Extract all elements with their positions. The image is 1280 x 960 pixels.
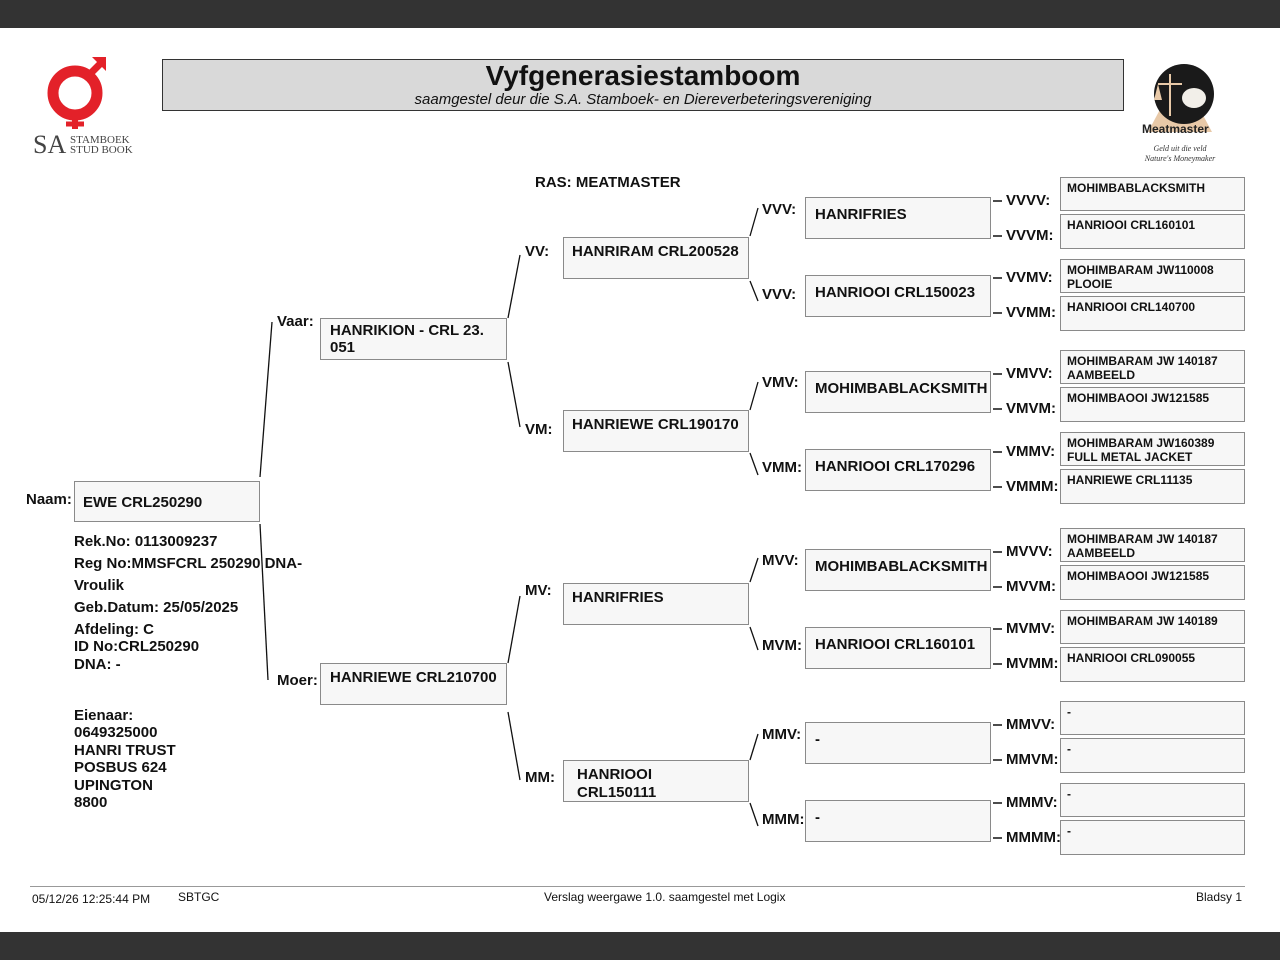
logo-tagline-afrikaans: Geld uit die veld [1153, 144, 1207, 153]
mv-box: HANRIFRIES [563, 583, 749, 625]
section: Afdeling: C [74, 621, 154, 638]
dam-box: HANRIEWE CRL210700 [320, 663, 507, 705]
vvv-label: VVV: [762, 201, 797, 218]
sire-label: Vaar: [277, 313, 314, 330]
name-label: Naam: [26, 491, 72, 508]
mm-box: HANRIOOI CRL150111 [563, 760, 749, 802]
owner-postcode: 8800 [74, 794, 108, 811]
mmvv-box: - [1060, 701, 1245, 735]
rek-no: Rek.No: 0113009237 [74, 533, 218, 550]
mmmv-label: MMMV: [1006, 794, 1058, 811]
top-chrome-bar [0, 0, 1280, 28]
owner-name: HANRI TRUST [74, 742, 176, 759]
id-no: ID No:CRL250290 [74, 638, 200, 655]
page-subtitle: saamgestel deur die S.A. Stamboek- en Di… [414, 91, 872, 108]
vvm-label: VVV: [762, 286, 797, 303]
logo-tagline-english: Nature's Moneymaker [1144, 154, 1216, 163]
vvmm-box: HANRIOOI CRL140700 [1060, 296, 1245, 331]
owner-phone: 0649325000 [74, 724, 158, 741]
mvvv-label: MVVV: [1006, 543, 1053, 560]
vvmm-label: VVMM: [1006, 304, 1056, 321]
mvvm-box: MOHIMBAOOI JW121585 [1060, 565, 1245, 600]
dam-label: Moer: [277, 672, 318, 689]
meatmaster-logo: Meatmaster Geld uit die veld Nature's Mo… [1140, 60, 1220, 168]
mvm-label: MVM: [762, 637, 802, 654]
mvm-box: HANRIOOI CRL160101 [805, 627, 991, 669]
mmm-box: - [805, 800, 991, 842]
mmv-label: MMV: [762, 726, 802, 743]
vvmv-box: MOHIMBARAM JW110008 PLOOIE [1060, 259, 1245, 293]
title-banner: Vyfgenerasiestamboom saamgestel deur die… [162, 59, 1124, 111]
vv-box: HANRIRAM CRL200528 [563, 237, 749, 279]
footer-page: Bladsy 1 [1196, 890, 1243, 904]
mmm-label: MMM: [762, 811, 805, 828]
vmm-label: VMM: [762, 459, 802, 476]
vmm-box: HANRIOOI CRL170296 [805, 449, 991, 491]
vvmv-label: VVMV: [1006, 269, 1053, 286]
mvmv-box: MOHIMBARAM JW 140189 [1060, 610, 1245, 644]
footer-timestamp: 05/12/26 12:25:44 PM [32, 892, 151, 906]
logo-sa-text: SA [33, 130, 67, 159]
footer-code: SBTGC [178, 890, 220, 904]
mmmm-label: MMMM: [1006, 829, 1061, 846]
mmvm-box: - [1060, 738, 1245, 773]
meatmaster-emblem-icon [1148, 64, 1214, 132]
sire-box: HANRIKION - CRL 23. 051 [320, 318, 507, 360]
vmv-box: MOHIMBABLACKSMITH [805, 371, 991, 413]
mvvv-box: MOHIMBARAM JW 140187 AAMBEELD [1060, 528, 1245, 562]
mvv-box: MOHIMBABLACKSMITH [805, 549, 991, 591]
sex: Vroulik [74, 577, 125, 594]
animal-name-box: EWE CRL250290 [74, 481, 260, 522]
mmvv-label: MMVV: [1006, 716, 1056, 733]
owner-label: Eienaar: [74, 707, 134, 724]
mmmv-box: - [1060, 783, 1245, 817]
mvmm-box: HANRIOOI CRL090055 [1060, 647, 1245, 682]
vmmm-label: VMMM: [1006, 478, 1059, 495]
footer-report: Verslag weergawe 1.0. saamgestel met Log… [544, 890, 786, 904]
vmmm-box: HANRIEWE CRL11135 [1060, 469, 1245, 504]
vm-label: VM: [525, 421, 553, 438]
sa-studbook-logo: SA STAMBOEK STUD BOOK [30, 55, 140, 160]
mvv-label: MVV: [762, 552, 799, 569]
footer-divider [30, 886, 1245, 887]
owner-address1: POSBUS 624 [74, 759, 167, 776]
vmvm-box: MOHIMBAOOI JW121585 [1060, 387, 1245, 422]
dna: DNA: - [74, 656, 121, 673]
vv-label: VV: [525, 243, 550, 260]
vvvv-box: MOHIMBABLACKSMITH [1060, 177, 1245, 211]
vmvv-label: VMVV: [1006, 365, 1053, 382]
vvvv-label: VVVV: [1006, 192, 1051, 209]
vvvm-box: HANRIOOI CRL160101 [1060, 214, 1245, 249]
owner-address2: UPINGTON [74, 777, 153, 794]
mmmm-box: - [1060, 820, 1245, 855]
mvvm-label: MVVM: [1006, 578, 1056, 595]
mvmv-label: MVMV: [1006, 620, 1056, 637]
reg-no: Reg No:MMSFCRL 250290 DNA- [74, 555, 303, 572]
bottom-chrome-bar [0, 932, 1280, 960]
logo-studbook-text: STUD BOOK [70, 144, 133, 156]
breed-label: RAS: MEATMASTER [535, 174, 681, 191]
mvmm-label: MVMM: [1006, 655, 1059, 672]
vmmv-box: MOHIMBARAM JW160389 FULL METAL JACKET [1060, 432, 1245, 466]
mv-label: MV: [525, 582, 552, 599]
mmvm-label: MMVM: [1006, 751, 1059, 768]
vmvm-label: VMVM: [1006, 400, 1056, 417]
logo-brand-text: Meatmaster [1142, 122, 1209, 136]
vvm-box: HANRIOOI CRL150023 [805, 275, 991, 317]
vvvm-label: VVVM: [1006, 227, 1054, 244]
vmmv-label: VMMV: [1006, 443, 1056, 460]
vmvv-box: MOHIMBARAM JW 140187 AAMBEELD [1060, 350, 1245, 384]
logo-stamboek-text: STAMBOEK [70, 134, 130, 146]
studbook-symbol-icon [47, 57, 106, 129]
vvv-box: HANRIFRIES [805, 197, 991, 239]
mm-label: MM: [525, 769, 555, 786]
vm-box: HANRIEWE CRL190170 [563, 410, 749, 452]
page-title: Vyfgenerasiestamboom [485, 60, 801, 91]
birth-date: Geb.Datum: 25/05/2025 [74, 599, 239, 616]
mmv-box: - [805, 722, 991, 764]
vmv-label: VMV: [762, 374, 799, 391]
